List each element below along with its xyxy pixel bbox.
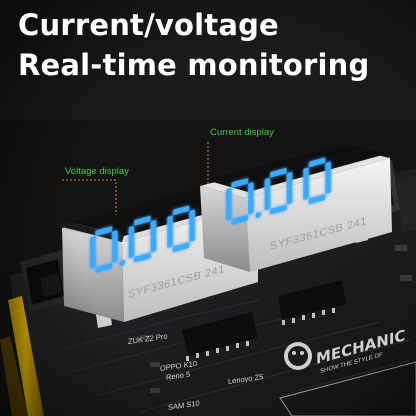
current-decimal-point — [255, 212, 261, 218]
silk-label-reno: Reno 5 — [166, 370, 190, 382]
voltage-digit-2 — [167, 205, 195, 252]
voltage-callout-line — [62, 179, 117, 215]
headline-line-1: Current/voltage — [18, 8, 279, 42]
voltage-digits — [90, 205, 195, 273]
current-digit-1 — [264, 168, 293, 215]
current-digit-2 — [303, 157, 331, 204]
voltage-decimal-point — [119, 260, 125, 266]
current-digit-0 — [226, 178, 261, 225]
current-display-callout: Current display — [210, 127, 274, 138]
voltage-display-callout: Voltage display — [65, 166, 129, 177]
current-digits — [226, 157, 331, 225]
voltage-digit-0 — [90, 226, 125, 273]
silk-label-sam: SAM S10 — [168, 399, 200, 412]
voltage-digit-1 — [128, 216, 157, 263]
headline-line-2: Real-time monitoring — [18, 48, 370, 82]
